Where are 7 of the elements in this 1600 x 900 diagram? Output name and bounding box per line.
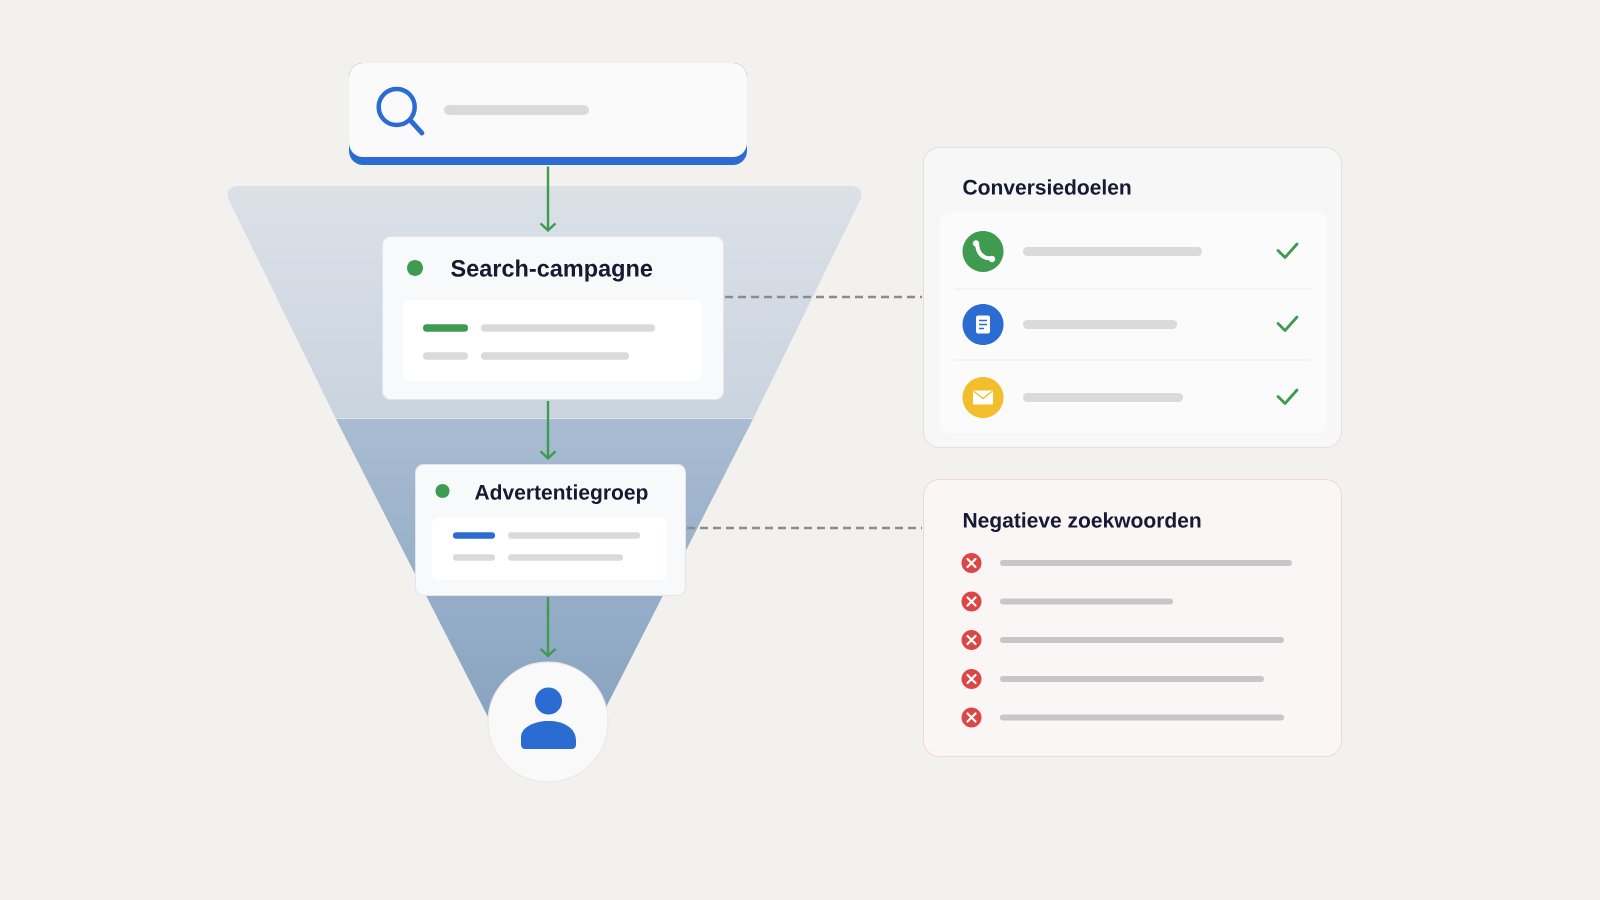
panel: Negatieve zoekwoorden	[923, 479, 1342, 757]
connector-line	[687, 526, 922, 530]
search-bar	[349, 63, 747, 165]
arrow	[539, 166, 557, 232]
arrow	[539, 401, 557, 460]
arrow	[539, 597, 557, 658]
connector-line	[725, 295, 922, 299]
